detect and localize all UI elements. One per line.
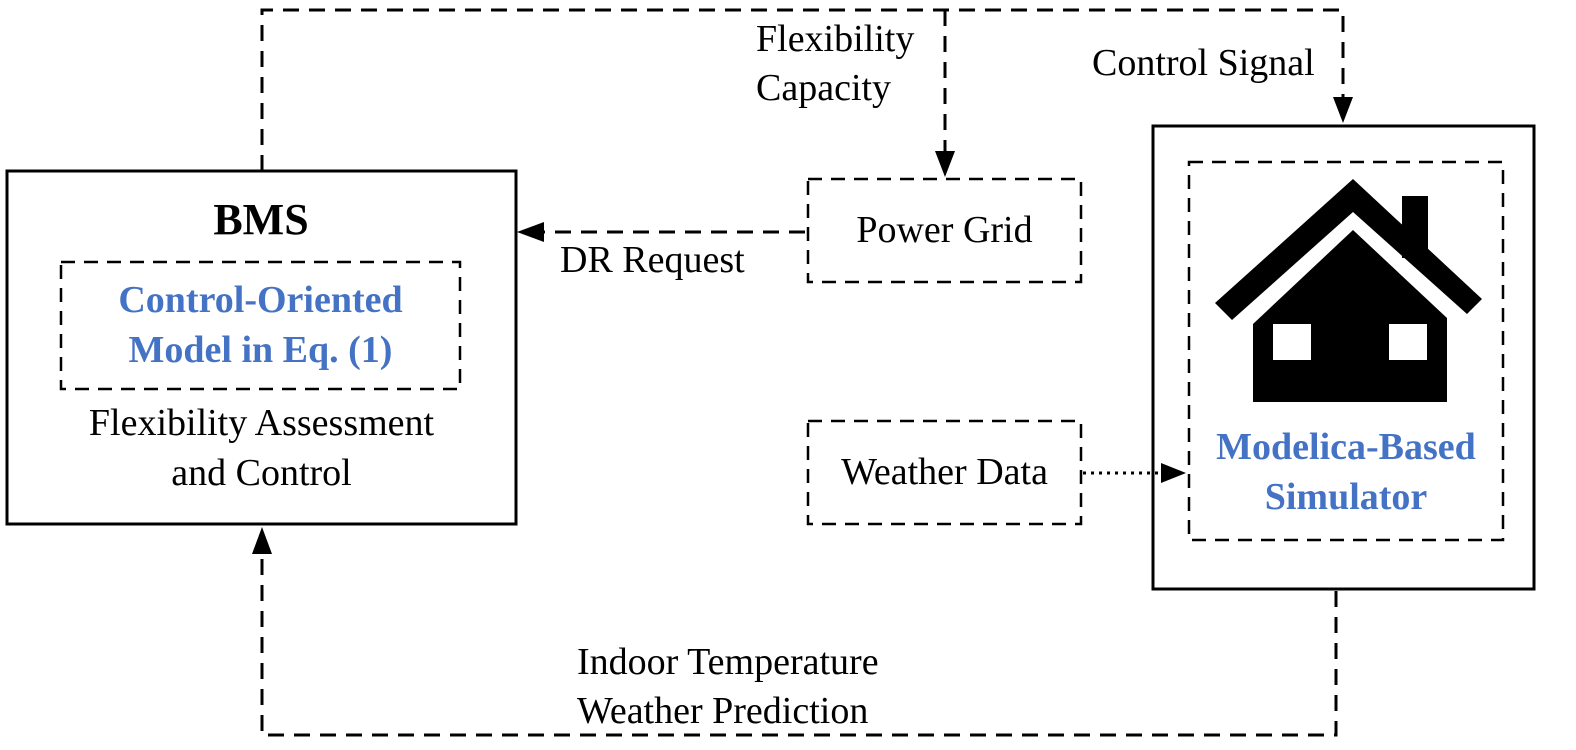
bms-desc-line1: Flexibility Assessment bbox=[88, 402, 435, 444]
control-signal-label: Control Signal bbox=[1092, 42, 1315, 84]
weather-data-box bbox=[806, 419, 1083, 526]
weather-data-label: Weather Data bbox=[841, 451, 1048, 493]
dr-request-arrowhead bbox=[517, 222, 544, 242]
simulator-line2: Simulator bbox=[1264, 476, 1428, 518]
control-model-line1: Control-Oriented bbox=[118, 279, 403, 321]
feedback-line bbox=[260, 552, 1338, 737]
bms-title: BMS bbox=[213, 195, 309, 244]
simulator-line1: Modelica-Based bbox=[1216, 426, 1476, 468]
control-model-line2: Model in Eq. (1) bbox=[128, 329, 393, 371]
control-signal-line bbox=[260, 8, 1345, 171]
house-icon bbox=[1215, 179, 1482, 402]
feedback-label-line2: Weather Prediction bbox=[577, 690, 869, 732]
flexibility-capacity-line2: Capacity bbox=[756, 67, 892, 109]
power-grid-label: Power Grid bbox=[856, 209, 1033, 251]
weather-data-arrowhead bbox=[1161, 463, 1186, 483]
feedback-arrowhead bbox=[252, 527, 272, 554]
feedback-label-line1: Indoor Temperature bbox=[577, 641, 879, 683]
bms-desc-line2: and Control bbox=[171, 452, 352, 494]
simulator-outer-box bbox=[1151, 124, 1536, 591]
flexibility-capacity-line1: Flexibility bbox=[756, 18, 915, 60]
dr-request-label: DR Request bbox=[560, 239, 745, 281]
flexibility-capacity-arrowhead bbox=[935, 151, 955, 177]
control-signal-arrowhead bbox=[1333, 97, 1353, 123]
control-model-box bbox=[59, 260, 462, 391]
power-grid-box bbox=[806, 177, 1083, 284]
